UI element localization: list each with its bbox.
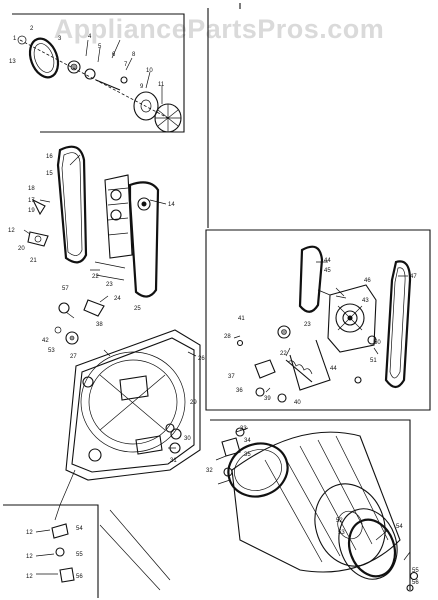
callout-label: 33 xyxy=(240,426,247,432)
callout-label: 4 xyxy=(88,34,92,40)
callout-label: 25 xyxy=(134,306,141,312)
callout-label: 26 xyxy=(198,356,205,362)
callout-label: 53 xyxy=(338,530,345,536)
inset-parts xyxy=(35,523,75,583)
frame-lines xyxy=(3,3,431,598)
callout-label: 8 xyxy=(132,52,136,58)
callout-label: 40 xyxy=(294,400,301,406)
callout-label: 44 xyxy=(324,258,331,264)
callout-label: 14 xyxy=(168,202,175,208)
callout-label: 31 xyxy=(170,458,177,464)
callout-label: 3 xyxy=(58,36,62,42)
callout-label: 30 xyxy=(184,436,191,442)
callout-label: 32 xyxy=(206,468,213,474)
callout-label: 50 xyxy=(374,340,381,346)
callout-label: 44 xyxy=(330,366,337,372)
callout-label: 12 xyxy=(26,554,33,560)
callout-label: 53 xyxy=(48,348,55,354)
callout-label: 55 xyxy=(412,568,419,574)
callout-label: 56 xyxy=(76,574,83,580)
callout-label: 27 xyxy=(70,354,77,360)
callout-labels: 13 1 2 3 4 5 6 7 8 10 11 9 16 15 18 17 1… xyxy=(8,26,419,586)
callout-label: 5 xyxy=(98,44,102,50)
callout-label: 34 xyxy=(244,438,251,444)
callout-label: 46 xyxy=(364,278,371,284)
callout-label: 13 xyxy=(9,59,16,65)
callout-label: 12 xyxy=(26,530,33,536)
callout-label: 18 xyxy=(28,186,35,192)
callout-label: 10 xyxy=(146,68,153,74)
callout-label: 12 xyxy=(26,574,33,580)
callout-label: 15 xyxy=(46,171,53,177)
left-belt-assembly xyxy=(27,145,160,345)
callout-label: 42 xyxy=(42,338,49,344)
rear-panel xyxy=(54,329,201,591)
callout-label: 20 xyxy=(18,246,25,252)
callout-label: 45 xyxy=(324,268,331,274)
callout-label: 23 xyxy=(304,322,311,328)
callout-label: 21 xyxy=(30,258,37,264)
callout-label: 41 xyxy=(238,316,245,322)
callout-label: 52 xyxy=(336,518,343,524)
motor-belt-assembly xyxy=(236,245,412,403)
callout-label: 7 xyxy=(124,62,128,68)
callout-label: 38 xyxy=(96,322,103,328)
callout-label: 23 xyxy=(106,282,113,288)
callout-label: 22 xyxy=(280,351,287,357)
callout-label: 54 xyxy=(396,524,403,530)
callout-label: 17 xyxy=(28,198,35,204)
callout-label: 11 xyxy=(158,82,165,88)
leader-lines xyxy=(23,39,411,561)
callout-label: 9 xyxy=(140,84,144,90)
callout-label: 24 xyxy=(114,296,121,302)
callout-label: 19 xyxy=(28,208,35,214)
callout-label: 16 xyxy=(46,154,53,160)
callout-label: 51 xyxy=(370,358,377,364)
callout-label: 28 xyxy=(224,334,231,340)
callout-label: 56 xyxy=(412,580,419,586)
callout-label: 55 xyxy=(76,552,83,558)
callout-label: 12 xyxy=(8,228,15,234)
callout-label: 37 xyxy=(228,374,235,380)
callout-label: 57 xyxy=(62,286,69,292)
drum-assembly xyxy=(165,423,419,592)
callout-label: 29 xyxy=(190,400,197,406)
callout-label: 43 xyxy=(362,298,369,304)
callout-label: 22 xyxy=(92,274,99,280)
callout-label: 6 xyxy=(112,52,116,58)
callout-label: 54 xyxy=(76,526,83,532)
callout-label: 39 xyxy=(264,396,271,402)
top-blower-assembly xyxy=(17,35,182,133)
callout-label: 2 xyxy=(30,26,34,32)
callout-label: 1 xyxy=(13,36,17,42)
callout-label: 35 xyxy=(244,452,251,458)
callout-label: 36 xyxy=(236,388,243,394)
callout-label: 47 xyxy=(410,274,417,280)
